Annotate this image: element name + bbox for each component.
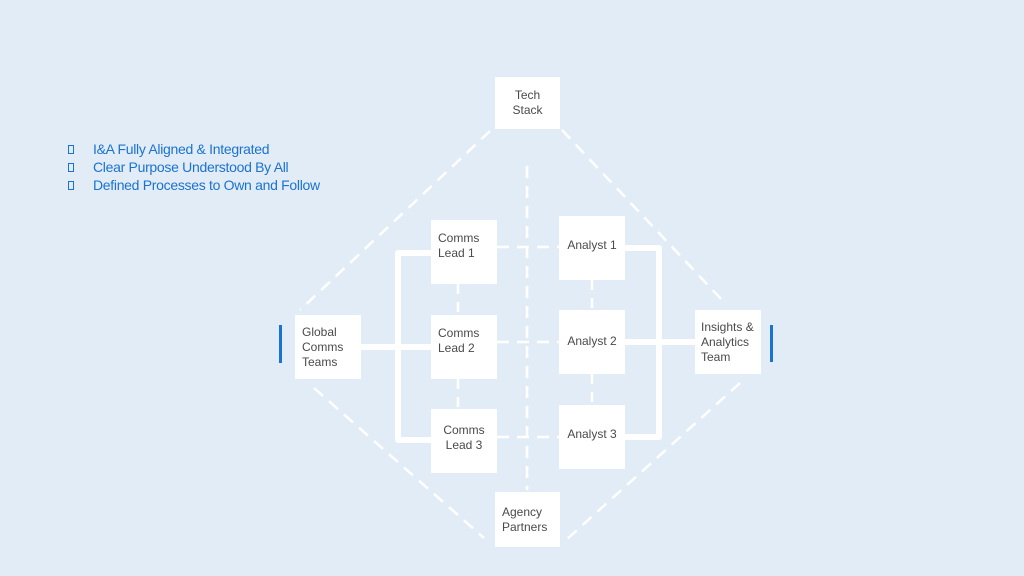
node-comms-lead-1: Comms Lead 1 bbox=[431, 220, 497, 284]
square-bullet-icon bbox=[68, 162, 74, 172]
node-comms-lead-3: Comms Lead 3 bbox=[431, 409, 497, 473]
node-label: Comms Lead 3 bbox=[443, 423, 485, 452]
node-label: Insights & Analytics Team bbox=[701, 319, 754, 364]
node-agency-partners: Agency Partners bbox=[495, 492, 560, 547]
node-global-comms-teams: Global Comms Teams bbox=[295, 315, 361, 379]
node-insights-analytics-team: Insights & Analytics Team bbox=[695, 310, 761, 374]
node-comms-lead-2: Comms Lead 2 bbox=[431, 315, 497, 379]
node-label: Analyst 1 bbox=[567, 238, 617, 252]
node-analyst-1: Analyst 1 bbox=[559, 216, 625, 280]
bullet-item: Defined Processes to Own and Follow bbox=[66, 176, 320, 194]
node-analyst-2: Analyst 2 bbox=[559, 310, 625, 374]
node-label: Analyst 3 bbox=[567, 427, 617, 441]
node-analyst-3: Analyst 3 bbox=[559, 405, 625, 469]
node-label: Comms Lead 2 bbox=[438, 326, 480, 355]
bullet-text: Clear Purpose Understood By All bbox=[93, 159, 289, 175]
diamond-edge-top-left bbox=[299, 130, 491, 311]
bullet-text: Defined Processes to Own and Follow bbox=[93, 177, 320, 193]
node-tech-stack: Tech Stack bbox=[495, 77, 560, 129]
node-label: Global Comms Teams bbox=[302, 324, 344, 369]
bullet-item: Clear Purpose Understood By All bbox=[66, 158, 320, 176]
node-label: Analyst 2 bbox=[567, 334, 617, 348]
left-accent-bar bbox=[279, 325, 282, 363]
diamond-edge-bottom-left bbox=[313, 387, 485, 539]
square-bullet-icon bbox=[68, 144, 74, 154]
node-label: Tech Stack bbox=[512, 88, 543, 117]
bullet-list: I&A Fully Aligned & Integrated Clear Pur… bbox=[66, 140, 320, 194]
node-label: Agency Partners bbox=[502, 504, 548, 534]
bullet-text: I&A Fully Aligned & Integrated bbox=[93, 141, 270, 157]
square-bullet-icon bbox=[68, 180, 74, 190]
bullet-item: I&A Fully Aligned & Integrated bbox=[66, 140, 320, 158]
node-label: Comms Lead 1 bbox=[438, 231, 480, 260]
right-accent-bar bbox=[770, 325, 773, 362]
